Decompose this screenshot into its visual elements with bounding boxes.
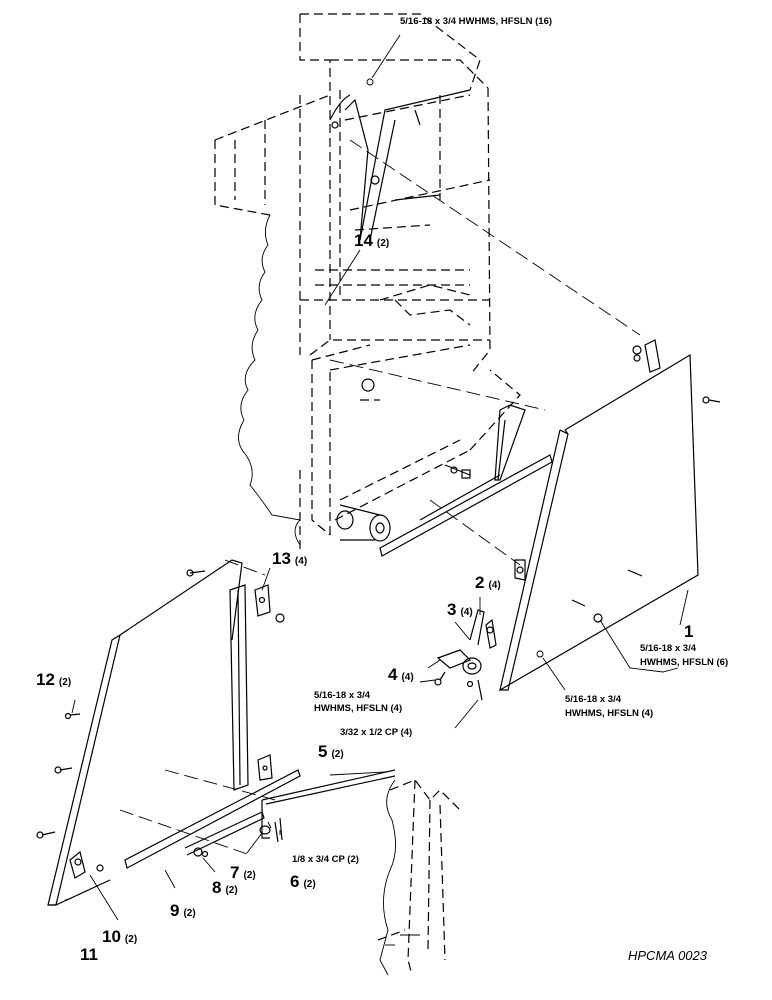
hardware-mid-bolts-line1: 5/16-18 x 3/4 bbox=[314, 690, 371, 701]
callout-7: 7(2) bbox=[230, 863, 256, 882]
callout-3: 3(4) bbox=[447, 600, 473, 619]
bracket-13 bbox=[254, 584, 285, 623]
slide-rail-lower bbox=[124, 769, 301, 869]
left-panel bbox=[36, 559, 243, 906]
hardware-top-bolts: 5/16-18 x 3/4 HWHMS, HFSLN (16) bbox=[400, 16, 552, 27]
slide-rail-upper bbox=[379, 404, 553, 557]
callout-13: 13(4) bbox=[272, 549, 307, 568]
latch-assembly bbox=[434, 609, 497, 701]
callout-14: 14(2) bbox=[354, 231, 389, 250]
hardware-right-bolts-4-line1: 5/16-18 x 3/4 bbox=[565, 694, 622, 705]
frame-break-lines bbox=[238, 214, 301, 546]
center-support bbox=[329, 89, 471, 392]
hardware-right-bolts-6-line1: 5/16-18 x 3/4 bbox=[640, 643, 697, 654]
hinge-10 bbox=[69, 850, 104, 879]
callout-11: 11 bbox=[80, 945, 98, 964]
callout-leaders bbox=[64, 34, 689, 921]
callout-labels: 1 2(4) 3(4) 4(4) 5(2) 6(2) 7(2) 8(2) 9(2… bbox=[36, 231, 693, 964]
hardware-cotter-pin-large: 1/8 x 3/4 CP (2) bbox=[292, 854, 359, 865]
figure-code: HPCMA 0023 bbox=[628, 948, 708, 963]
hinge-top-right bbox=[632, 339, 661, 373]
callout-1: 1 bbox=[684, 622, 693, 641]
callout-4: 4(4) bbox=[388, 665, 414, 684]
callout-10: 10(2) bbox=[102, 927, 137, 946]
vertical-channel bbox=[229, 584, 249, 791]
right-panel bbox=[499, 353, 721, 692]
pivot-roller bbox=[336, 504, 391, 542]
hardware-labels: 5/16-18 x 3/4 HWHMS, HFSLN (16) 5/16-18 … bbox=[292, 16, 728, 865]
lower-frame-leg bbox=[377, 779, 461, 976]
pin-6-7 bbox=[259, 817, 283, 843]
bracket-lower bbox=[257, 754, 273, 781]
callout-8: 8(2) bbox=[212, 878, 238, 897]
callout-2: 2(4) bbox=[475, 573, 501, 592]
hardware-right-bolts-6-line2: HWHMS, HFSLN (6) bbox=[640, 657, 728, 668]
hardware-mid-bolts-line2: HWHMS, HFSLN (4) bbox=[314, 703, 402, 714]
hardware-right-bolts-4-line2: HWHMS, HFSLN (4) bbox=[565, 708, 653, 719]
machine-frame-phantom bbox=[214, 13, 521, 550]
callout-6: 6(2) bbox=[290, 872, 316, 891]
rod-5 bbox=[261, 769, 396, 839]
callout-12: 12(2) bbox=[36, 670, 71, 689]
callout-9: 9(2) bbox=[170, 901, 196, 920]
hardware-cotter-pin-small: 3/32 x 1/2 CP (4) bbox=[340, 727, 412, 738]
assembly-leader-lines bbox=[119, 139, 641, 856]
lower-frame-break bbox=[379, 779, 420, 976]
callout-5: 5(2) bbox=[318, 742, 344, 761]
